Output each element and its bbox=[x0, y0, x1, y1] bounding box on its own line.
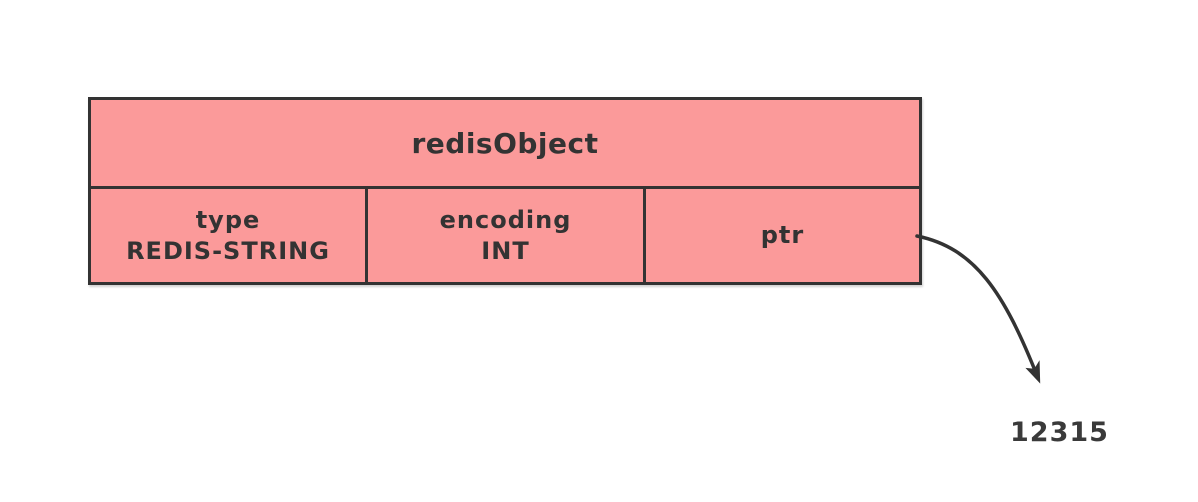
redis-object-title: redisObject bbox=[411, 126, 599, 160]
encoding-value: INT bbox=[481, 236, 530, 265]
redis-object-fields-row: type REDIS-STRING encoding INT ptr bbox=[91, 189, 919, 282]
cell-ptr: ptr bbox=[643, 189, 919, 282]
type-label: type bbox=[195, 205, 261, 234]
pointer-target-value: 12315 bbox=[1010, 417, 1109, 448]
encoding-label: encoding bbox=[439, 205, 572, 234]
redis-object-header: redisObject bbox=[91, 100, 919, 189]
type-value: REDIS-STRING bbox=[126, 236, 330, 265]
cell-type: type REDIS-STRING bbox=[91, 189, 365, 282]
cell-encoding: encoding INT bbox=[365, 189, 643, 282]
ptr-label: ptr bbox=[760, 221, 805, 249]
redis-object-table: redisObject type REDIS-STRING encoding I… bbox=[88, 97, 922, 285]
